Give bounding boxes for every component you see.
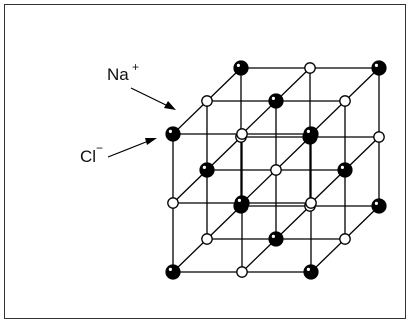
- chloride-ion: [165, 126, 181, 142]
- chloride-ion-highlight: [168, 267, 172, 271]
- sodium-ion: [305, 197, 317, 209]
- chloride-ion: [233, 60, 249, 76]
- sodium-label: Na +: [107, 60, 139, 84]
- chloride-ion: [371, 198, 387, 214]
- chloride-ion: [371, 60, 387, 76]
- chloride-ion-highlight: [168, 129, 172, 133]
- sodium-charge: +: [132, 60, 139, 74]
- chloride-ion-highlight: [306, 129, 310, 133]
- sodium-pointer-arrow: [130, 87, 176, 110]
- sodium-ion: [339, 95, 351, 107]
- sodium-ion: [373, 131, 385, 143]
- chloride-ion-highlight: [202, 165, 206, 169]
- chloride-ion-highlight: [237, 198, 241, 202]
- sodium-ion: [339, 233, 351, 245]
- chloride-ion-highlight: [374, 63, 378, 67]
- chloride-ion-highlight: [271, 234, 275, 238]
- sodium-ion: [236, 128, 248, 140]
- chloride-ion-highlight: [340, 165, 344, 169]
- chloride-ion: [303, 126, 319, 142]
- sodium-ion: [201, 233, 213, 245]
- chloride-ion: [303, 264, 319, 280]
- sodium-ion: [270, 164, 282, 176]
- chloride-ion: [268, 93, 284, 109]
- chloride-ion-highlight: [374, 201, 378, 205]
- sodium-ion: [236, 266, 248, 278]
- sodium-ion: [201, 95, 213, 107]
- chloride-charge: −: [96, 141, 103, 155]
- chloride-ion: [337, 162, 353, 178]
- chloride-ion-highlight: [271, 96, 275, 100]
- sodium-ion: [167, 197, 179, 209]
- chloride-ion-highlight: [236, 63, 240, 67]
- chloride-ion: [234, 195, 250, 211]
- sodium-symbol: Na: [107, 65, 129, 84]
- lattice-ions: [165, 60, 387, 280]
- chloride-ion: [199, 162, 215, 178]
- chloride-ion: [165, 264, 181, 280]
- chloride-ion: [268, 231, 284, 247]
- chloride-symbol: Cl: [80, 147, 96, 166]
- chloride-pointer-arrow: [107, 138, 157, 158]
- chloride-label: Cl −: [80, 141, 103, 166]
- chloride-ion-highlight: [306, 267, 310, 271]
- figure-frame: [4, 4, 406, 319]
- sodium-ion: [304, 62, 316, 74]
